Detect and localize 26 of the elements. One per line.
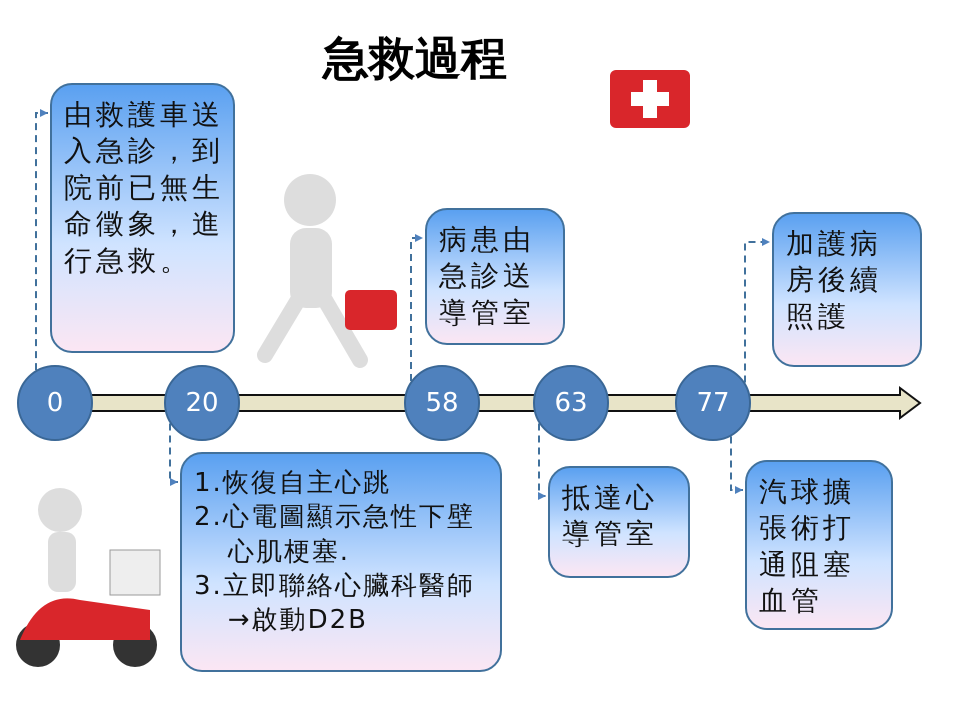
time-label: 77: [696, 388, 730, 418]
time-label: 0: [46, 388, 64, 418]
event-box: [772, 212, 922, 367]
event-box: [548, 466, 690, 578]
event-text: 由救護車送入急診，到院前已無生命徵象，進行急救。: [64, 97, 225, 279]
event-box: [50, 83, 235, 353]
event-text: 汽球擴張術打通阻塞血管: [759, 474, 856, 620]
time-label: 58: [425, 388, 459, 418]
dashed-connector: [35, 109, 48, 370]
time-label: 20: [185, 388, 219, 418]
event-text: 加護病房後續照護: [786, 226, 883, 335]
list-item: 3.立即聯絡心臟科醫師→啟動D2B: [194, 570, 476, 638]
list-item: 1.恢復自主心跳: [194, 467, 392, 500]
dashed-connector: [169, 424, 178, 486]
list-item: 2.心電圖顯示急性下壁心肌梗塞.: [194, 501, 476, 569]
dashed-connector: [730, 436, 743, 494]
dashed-connector: [538, 424, 546, 500]
event-text: 抵達心導管室: [562, 480, 659, 552]
event-box: [180, 452, 502, 672]
dashed-connector: [744, 238, 770, 382]
time-label: 63: [554, 388, 588, 418]
event-box: [745, 460, 893, 630]
dashed-connector: [410, 234, 423, 381]
title: 急救過程: [320, 30, 508, 87]
event-text: 病患由急診送導管室: [439, 222, 536, 331]
event-box: [425, 208, 565, 345]
